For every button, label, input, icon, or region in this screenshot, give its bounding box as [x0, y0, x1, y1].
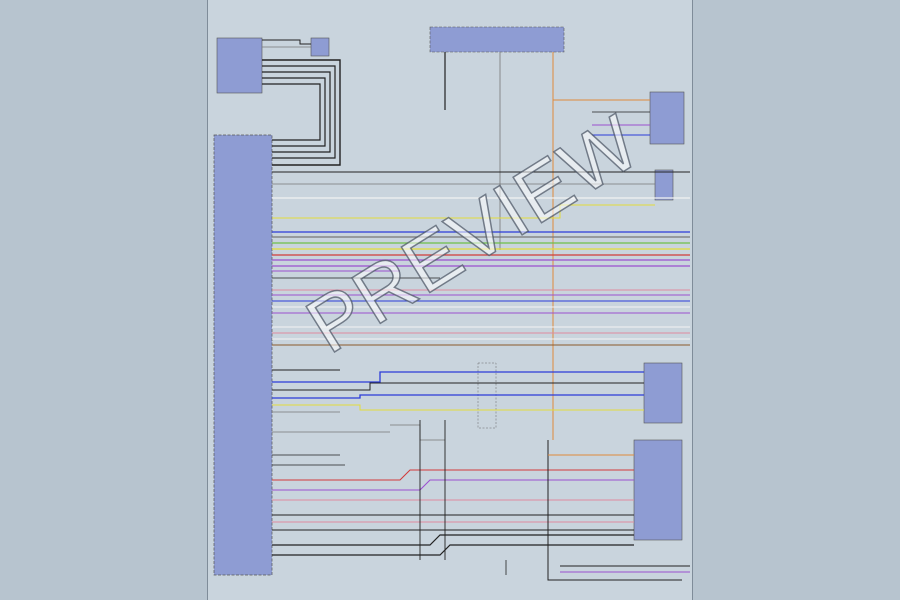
wire-low-4 — [272, 394, 644, 399]
wire-low-3 — [272, 382, 644, 391]
wire-top-left-5 — [262, 71, 331, 153]
wire-bot-8 — [272, 544, 634, 556]
wire-low-2 — [272, 371, 644, 383]
component-top-left-small — [310, 37, 330, 57]
wire-bot-1 — [272, 469, 634, 481]
wire-low-5 — [272, 404, 644, 411]
wire-bot-9 — [547, 440, 682, 581]
wire-low-7 — [390, 424, 445, 441]
component-right-small — [654, 169, 674, 201]
wire-bot-7 — [272, 534, 634, 546]
module-main-left — [213, 134, 273, 576]
wire-top-left-1 — [262, 39, 311, 45]
wire-bus-4 — [272, 204, 655, 219]
wire-harness — [262, 39, 690, 581]
module-right-top — [649, 91, 685, 145]
wire-top-left-3 — [262, 59, 341, 166]
fuse-box-top — [429, 26, 565, 53]
wire-top-left-4 — [262, 65, 336, 159]
module-right-middle — [643, 362, 683, 424]
wire-top-left-7 — [262, 83, 321, 141]
module-right-bottom — [633, 439, 683, 541]
wire-top-left-6 — [262, 77, 326, 147]
wire-bot-2 — [272, 479, 634, 491]
module-top-left — [216, 37, 263, 94]
